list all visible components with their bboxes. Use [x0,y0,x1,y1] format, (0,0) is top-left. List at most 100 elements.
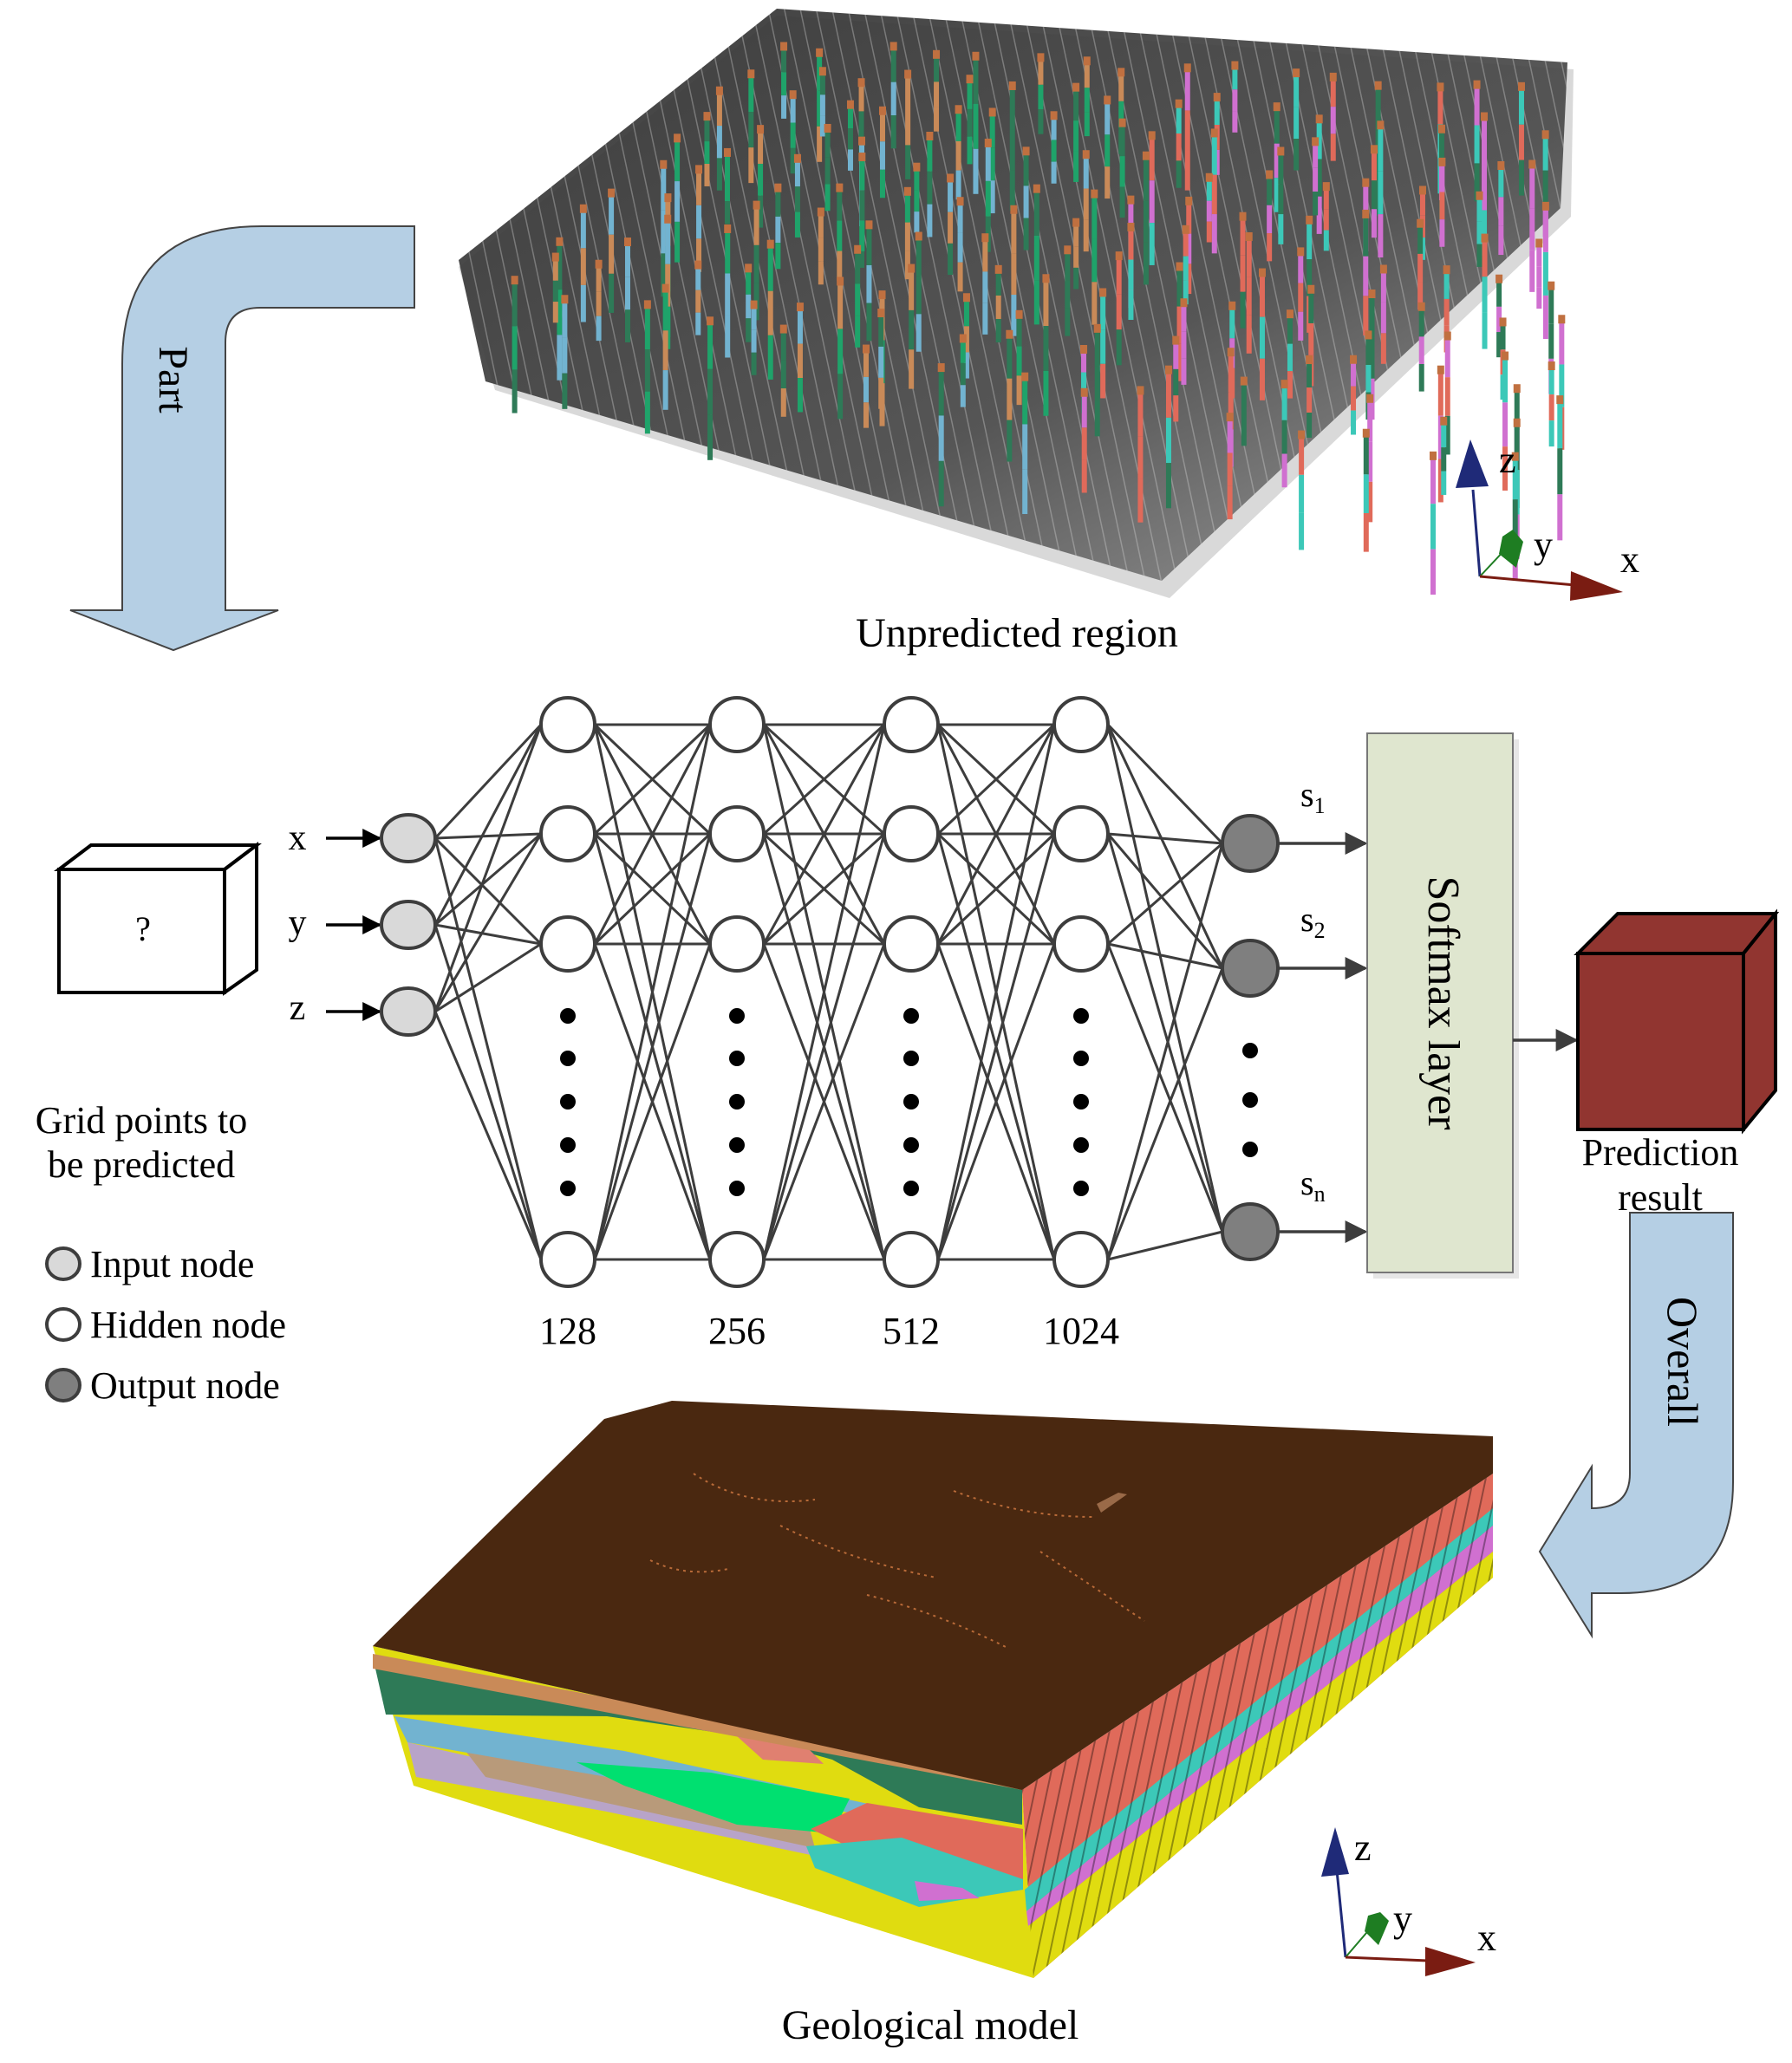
borehole-segment [1105,166,1111,199]
hidden-node [539,805,596,862]
borehole-segment [780,360,786,389]
borehole-cap [660,159,668,169]
borehole-segment [879,169,885,198]
borehole-segment [1363,185,1369,218]
ellipsis-dot [1073,1137,1089,1153]
grid-points-caption-line1: Grid points to [36,1099,247,1142]
borehole-cap [1437,82,1444,92]
borehole-cap [1558,315,1566,324]
edge [1107,1230,1223,1261]
softmax-layer-box: Softmax layer [1366,732,1519,1279]
borehole-segment [1476,198,1482,222]
borehole-cap [556,237,564,246]
borehole-segment [609,273,615,313]
hidden-node [883,915,940,973]
ellipsis-dot [729,1051,745,1066]
borehole [661,283,669,410]
borehole-cap [854,244,862,254]
axis-triad-bottom: z y x [1321,1826,1496,1976]
borehole-cap [1227,348,1235,357]
borehole-segment [790,147,796,174]
borehole-segment [557,290,563,335]
axis-label-y: y [1534,524,1553,566]
borehole-cap [1205,172,1213,182]
borehole-segment [1081,427,1087,460]
borehole-segment [1378,127,1384,172]
borehole-cap [551,252,559,262]
borehole-segment [948,212,954,244]
borehole-segment [1548,323,1554,359]
borehole-cap [947,173,955,183]
hidden-node [1052,696,1110,753]
borehole-cap [1481,233,1489,243]
ellipsis-dot [1073,1181,1089,1196]
borehole-segment [790,122,796,148]
borehole-cap [1082,150,1090,159]
borehole-segment [916,276,922,315]
borehole [723,147,731,225]
legend-label-input: Input node [90,1243,254,1285]
borehole-cap [1502,351,1509,361]
borehole-segment [957,204,963,233]
axis-label-z: z [1354,1826,1372,1869]
borehole-segment [1323,209,1329,231]
borehole-cap [1513,384,1521,394]
borehole-segment [1365,364,1372,393]
borehole-segment [1307,222,1313,260]
ellipsis-dot [903,1137,919,1153]
edge [762,832,886,946]
borehole-cap [878,106,886,115]
borehole-segment [905,76,911,112]
borehole [1497,161,1505,256]
borehole-cap [1377,120,1385,130]
borehole-cap [1443,265,1450,275]
borehole-segment [1274,109,1280,144]
borehole-segment [1529,208,1535,251]
borehole-segment [1038,84,1044,110]
y-axis-arrow-icon [1365,1912,1389,1945]
borehole-segment [859,190,865,221]
borehole-segment [1094,400,1100,437]
borehole-segment [580,211,586,249]
overall-arrow-label: Overall [1658,1297,1707,1427]
borehole-segment [1016,346,1022,376]
borehole-segment [837,190,843,221]
borehole-segment [1232,89,1238,112]
input-label-z: z [290,988,306,1028]
borehole-segment [955,140,961,171]
borehole-cap [913,162,921,172]
borehole [1082,150,1090,252]
borehole-cap [511,276,518,285]
borehole-segment [847,149,853,171]
borehole [966,75,974,165]
borehole-segment [1518,88,1524,125]
borehole-cap [1273,102,1280,112]
borehole-segment [753,207,759,245]
borehole-segment [644,391,650,434]
borehole-segment [1299,512,1305,550]
borehole [1362,428,1370,552]
borehole [780,42,788,119]
borehole [1315,114,1323,234]
borehole-segment [1502,402,1509,447]
borehole-cap [1513,418,1521,427]
borehole-segment [1323,230,1329,251]
borehole [865,220,873,342]
borehole-segment [1241,425,1247,446]
borehole-cap [1033,184,1040,193]
borehole [937,363,945,507]
borehole-segment [1065,252,1071,281]
overall-flow-arrow: Overall [1538,1212,1734,1639]
borehole-segment [1267,177,1273,205]
borehole [1240,376,1248,446]
borehole-cap [1239,212,1247,221]
borehole-segment [1009,129,1015,171]
borehole [595,259,603,342]
borehole-segment [1542,137,1548,171]
borehole-cap [1429,451,1437,460]
borehole [707,316,714,460]
borehole-cap [1185,196,1193,205]
borehole-segment [716,126,722,159]
borehole-segment [1502,358,1509,403]
borehole-cap [1286,309,1293,319]
